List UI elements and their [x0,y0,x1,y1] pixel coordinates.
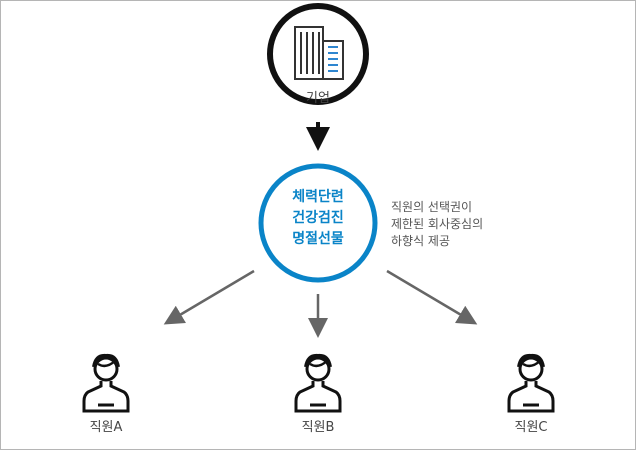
arrow-to-a [163,269,255,325]
employee-a-label: 직원A [89,420,123,435]
note-text: 직원의 선택권이 제한된 회사중심의 하향식 제공 [391,199,483,250]
building-icon [294,26,344,80]
benefit-node [258,163,378,283]
benefit-line: 명절선물 [292,231,344,247]
note-line: 하향식 제공 [391,234,451,248]
company-label: 기업 [306,91,330,106]
employee-c-label: 직원C [514,420,548,435]
benefit-text: 체력단련 건강검진 명절선물 [263,187,373,250]
arrow-to-c [386,269,478,325]
note-line: 직원의 선택권이 [391,200,473,214]
benefit-line: 체력단련 [292,189,344,205]
person-icon [294,353,342,413]
company-node [267,3,369,105]
employee-b-label: 직원B [301,420,335,435]
person-icon [82,353,130,413]
benefit-line: 건강검진 [292,210,344,226]
note-line: 제한된 회사중심의 [391,217,484,231]
person-icon [507,353,555,413]
